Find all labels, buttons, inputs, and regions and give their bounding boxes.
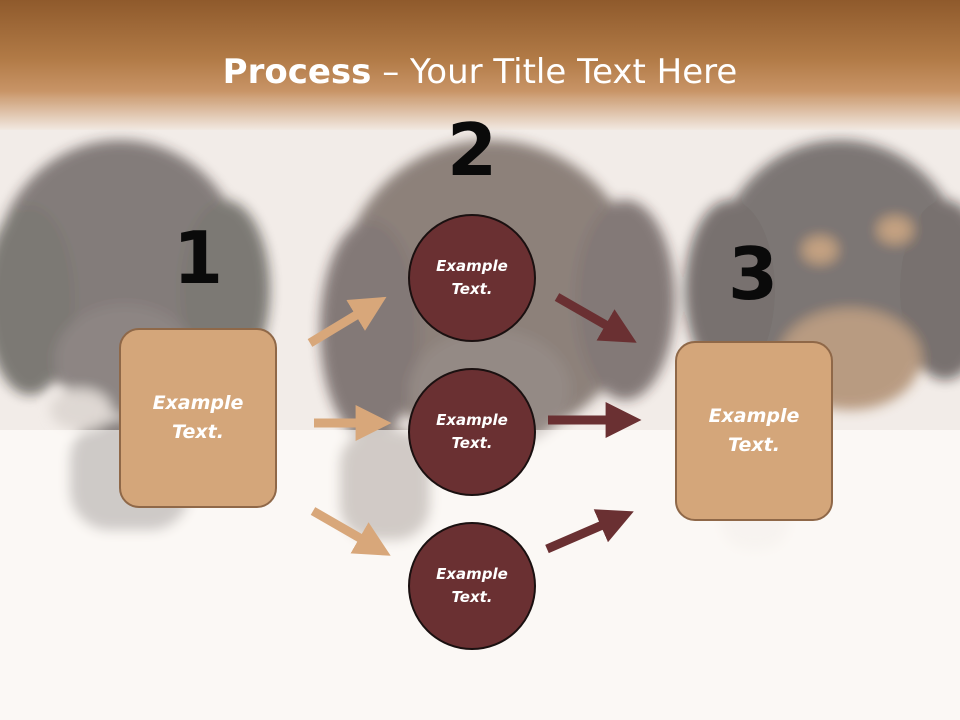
- step-number-2: 2: [446, 108, 498, 192]
- title-bold: Process: [222, 52, 372, 92]
- title-rest: Your Title Text Here: [410, 52, 738, 92]
- step-3-text: Example Text.: [708, 405, 800, 456]
- step-number-3: 3: [727, 232, 779, 316]
- circle-top[interactable]: Example Text.: [408, 214, 536, 342]
- circle-bottom[interactable]: Example Text.: [408, 522, 536, 650]
- step-1-text: Example Text.: [152, 392, 244, 443]
- circle-top-text: Example Text.: [436, 257, 508, 298]
- circle-bottom-text: Example Text.: [436, 565, 508, 606]
- header-band: [0, 0, 960, 130]
- title-dash: –: [371, 52, 411, 92]
- circle-middle[interactable]: Example Text.: [408, 368, 536, 496]
- step-number-1: 1: [172, 216, 224, 300]
- step-3-box[interactable]: Example Text.: [675, 341, 833, 521]
- slide-title: Process – Your Title Text Here: [0, 52, 960, 92]
- circle-middle-text: Example Text.: [436, 411, 508, 452]
- step-1-box[interactable]: Example Text.: [119, 328, 277, 508]
